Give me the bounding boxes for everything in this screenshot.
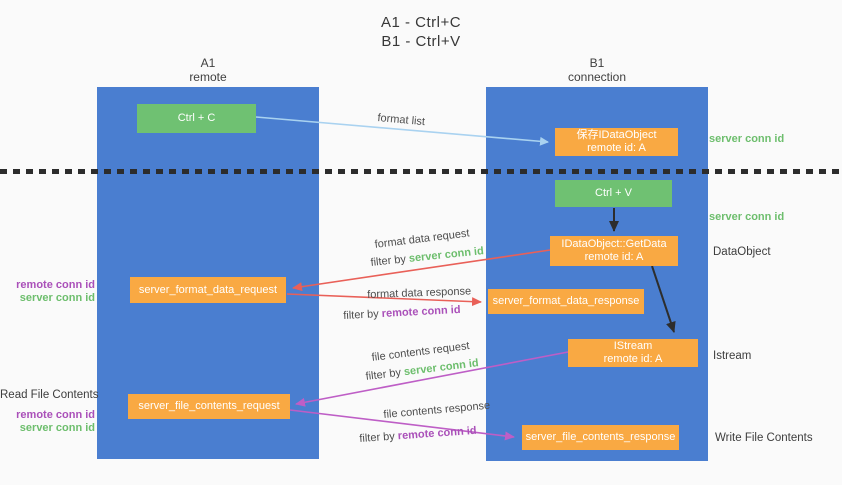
diagram-title: A1 - Ctrl+C B1 - Ctrl+V (0, 13, 842, 51)
node-istream-line2: remote id: A (603, 353, 663, 365)
filter-by-prefix-4: filter by (359, 430, 399, 445)
node-server-format-data-request: server_format_data_request (130, 277, 286, 303)
label-write-file-contents: Write File Contents (715, 432, 813, 444)
label-remote-conn-id-1: remote conn id (16, 279, 95, 291)
column-a1-subtitle: remote (189, 70, 227, 84)
node-save-idataobject-line2: remote id: A (587, 142, 646, 154)
node-ctrl-c-label: Ctrl + C (177, 112, 216, 124)
column-header-a1: A1 remote (97, 56, 319, 84)
filter-by-value-3: server conn id (403, 357, 480, 379)
node-file-request-label: server_file_contents_request (138, 400, 280, 412)
node-save-idataobject: 保存IDataObject remote id: A (555, 128, 678, 156)
label-server-conn-id-1: server conn id (19, 292, 95, 304)
node-ctrl-c: Ctrl + C (137, 104, 256, 133)
column-header-b1: B1 connection (486, 56, 708, 84)
node-getdata-line2: remote id: A (584, 251, 644, 263)
node-server-format-data-response: server_format_data_response (488, 289, 644, 314)
label-block-conn-ids-lower: remote conn id server conn id (0, 409, 95, 435)
column-a1-name: A1 (200, 56, 216, 70)
label-read-file-contents: Read File Contents (0, 389, 99, 401)
filter-by-prefix-1: filter by (370, 252, 410, 269)
label-istream: Istream (713, 350, 752, 362)
column-b1-name: B1 (589, 56, 605, 70)
filter-by-value-1: server conn id (408, 245, 485, 265)
node-save-idataobject-line1: 保存IDataObject (576, 129, 657, 141)
label-server-conn-id-mid-right: server conn id (709, 211, 785, 223)
node-server-file-contents-response: server_file_contents_response (522, 425, 679, 450)
label-server-conn-id-2: server conn id (19, 422, 95, 434)
label-dataobject: DataObject (713, 246, 771, 258)
column-b1-subtitle: connection (567, 70, 627, 84)
node-idataobject-getdata: IDataObject::GetData remote id: A (550, 236, 678, 266)
arrow-label-filter-by-remote-conn-id-1: filter by remote conn id (343, 304, 461, 322)
node-format-request-label: server_format_data_request (138, 283, 278, 296)
filter-by-value-2: remote conn id (381, 303, 461, 320)
node-istream: IStream remote id: A (568, 339, 698, 367)
filter-by-value-4: remote conn id (397, 424, 477, 443)
arrow-label-format-list: format list (376, 112, 426, 129)
title-line-2: B1 - Ctrl+V (381, 33, 461, 50)
filter-by-prefix-2: filter by (343, 307, 383, 322)
label-block-conn-ids-upper: remote conn id server conn id (0, 279, 95, 305)
label-remote-conn-id-2: remote conn id (16, 409, 95, 421)
arrow-label-format-data-response: format data response (367, 285, 472, 301)
node-file-response-label: server_file_contents_response (525, 431, 676, 443)
arrow-label-filter-by-remote-conn-id-2: filter by remote conn id (359, 425, 477, 445)
node-istream-line1: IStream (613, 340, 653, 352)
node-getdata-line1: IDataObject::GetData (561, 238, 667, 250)
dashed-divider (0, 169, 842, 174)
filter-by-prefix-3: filter by (365, 366, 405, 383)
node-format-response-label: server_format_data_response (492, 295, 640, 307)
node-ctrl-v: Ctrl + V (555, 180, 672, 207)
title-line-1: A1 - Ctrl+C (380, 14, 462, 31)
arrow-label-file-contents-response: file contents response (383, 399, 491, 421)
label-server-conn-id-top-right: server conn id (709, 133, 785, 145)
node-ctrl-v-label: Ctrl + V (595, 187, 632, 199)
node-server-file-contents-request: server_file_contents_request (128, 394, 290, 419)
